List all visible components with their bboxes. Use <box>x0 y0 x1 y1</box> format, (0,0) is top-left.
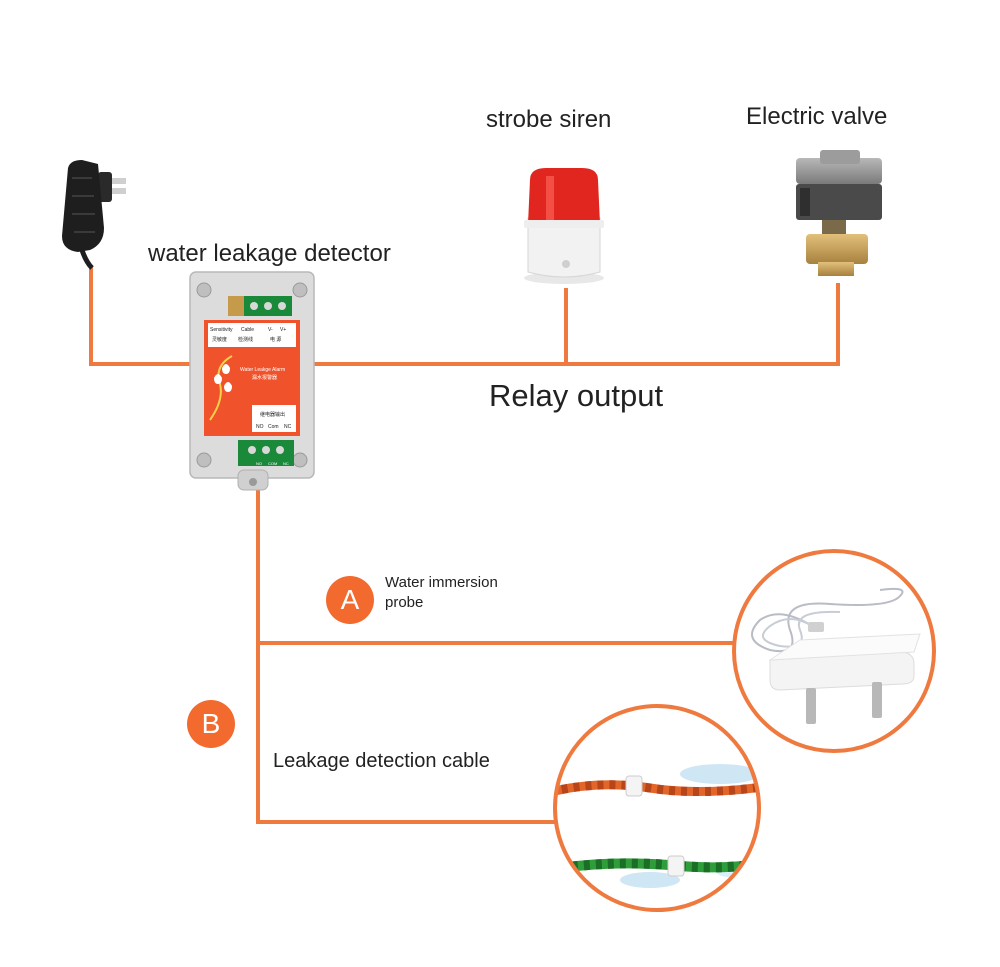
terminal-nc: NC <box>283 461 289 466</box>
terminal-no: NO <box>256 461 262 466</box>
water-immersion-probe-label: Water immersion probe <box>385 573 498 613</box>
panel-relay-cn: 继电器输出 <box>260 411 285 418</box>
panel-cable: Cable <box>241 327 254 333</box>
power-adapter-icon <box>62 160 126 270</box>
detector-panel-text: Sensitivity Cable V- V+ 灵敏度 检测线 电 源 Wate… <box>210 327 292 466</box>
relay-output-label: Relay output <box>489 378 664 413</box>
strobe-siren-label: strobe siren <box>486 106 612 133</box>
panel-sensitivity: Sensitivity <box>210 327 233 333</box>
panel-cn-1: 灵敏度 <box>212 336 227 343</box>
detector-box <box>189 271 315 491</box>
panel-v-minus: V- <box>268 327 273 333</box>
electric-valve-icon <box>796 150 882 276</box>
probe-label-line1: Water immersion <box>385 574 498 591</box>
strobe-siren-icon <box>524 168 604 284</box>
panel-relay-nc: NC <box>284 424 292 430</box>
panel-cn-2: 检测线 <box>238 336 253 343</box>
wires <box>89 266 840 824</box>
probe-label-line2: probe <box>385 594 424 611</box>
water-leakage-detector-label: water leakage detector <box>148 240 391 267</box>
badge-a: A <box>326 576 374 624</box>
panel-v-plus: V+ <box>280 327 286 333</box>
leakage-detection-cable-label: Leakage detection cable <box>273 750 490 772</box>
badge-b: B <box>187 700 235 748</box>
water-probe-icon <box>732 549 936 753</box>
panel-relay-com: Com <box>268 424 279 430</box>
panel-cn-3: 电 源 <box>270 336 281 343</box>
terminal-com: COM <box>268 461 277 466</box>
panel-relay-no: NO <box>256 424 264 430</box>
power-wire <box>89 266 197 366</box>
electric-valve-label: Electric valve <box>746 103 888 130</box>
panel-title-cn: 漏水报警器 <box>252 374 277 381</box>
leak-cable-icon <box>553 704 761 912</box>
panel-title: Water Leakge Alarm <box>240 367 285 373</box>
